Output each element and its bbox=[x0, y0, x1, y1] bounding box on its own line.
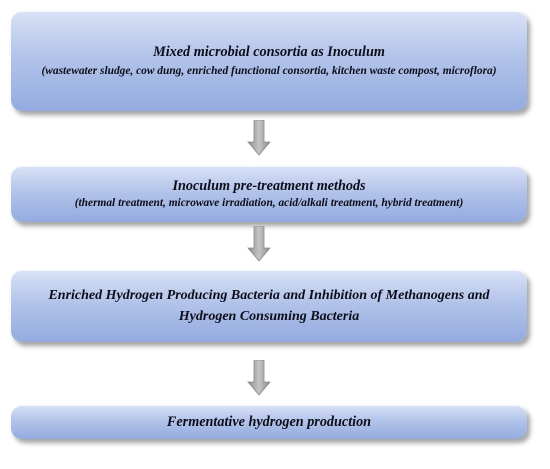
hydrogen-production-title: Fermentative hydrogen production bbox=[166, 413, 372, 430]
inoculum-box: Mixed microbial consortia as Inoculum (w… bbox=[11, 11, 527, 111]
pretreatment-title: Inoculum pre-treatment methods bbox=[172, 178, 366, 194]
down-arrow-icon bbox=[247, 120, 271, 156]
inoculum-title: Mixed microbial consortia as Inoculum bbox=[153, 44, 385, 60]
inoculum-subtitle: (wastewater sludge, cow dung, enriched f… bbox=[41, 65, 497, 77]
down-arrow-icon bbox=[247, 226, 271, 262]
enrichment-title: Enriched Hydrogen Producing Bacteria and… bbox=[48, 288, 490, 324]
pretreatment-box: Inoculum pre-treatment methods (thermal … bbox=[11, 166, 527, 222]
hydrogen-production-box: Fermentative hydrogen production bbox=[11, 405, 527, 439]
down-arrow-icon bbox=[247, 360, 271, 396]
enrichment-box: Enriched Hydrogen Producing Bacteria and… bbox=[11, 270, 527, 342]
pretreatment-subtitle: (thermal treatment, microwave irradiatio… bbox=[74, 197, 464, 209]
